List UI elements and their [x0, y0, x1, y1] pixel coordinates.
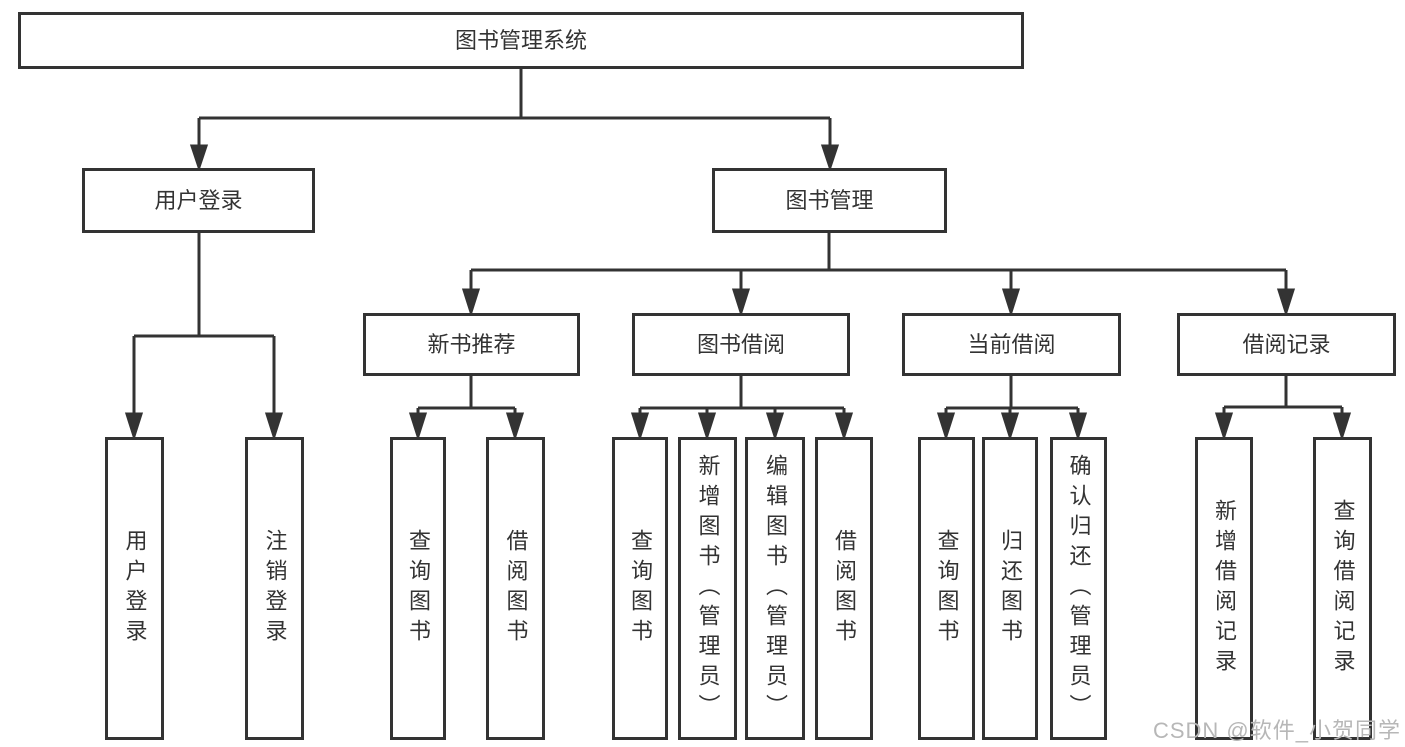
node-borrowing-records: 借阅记录: [1177, 313, 1396, 376]
node-book-management: 图书管理: [712, 168, 947, 233]
node-library-management-system: 图书管理系统: [18, 12, 1024, 69]
node-query-books-current: 查询图书: [918, 437, 975, 740]
branch-current-borrowing-children: [936, 376, 1088, 441]
branch-book-borrowing-children: [630, 376, 854, 441]
node-borrow-books: 借阅图书: [815, 437, 873, 740]
node-confirm-return-admin: 确认归还︵管理员︶: [1050, 437, 1107, 740]
branch-root-to-level2: [189, 69, 840, 172]
node-edit-book-admin: 编辑图书︵管理员︶: [745, 437, 805, 740]
node-logout: 注销登录: [245, 437, 304, 740]
branch-user-login-children: [124, 233, 284, 441]
node-book-borrowing: 图书借阅: [632, 313, 850, 376]
branch-borrowing-records-children: [1214, 376, 1352, 441]
branch-new-book-recommendation-children: [408, 376, 525, 441]
branch-book-management-children: [461, 233, 1296, 317]
node-query-books-borrowing: 查询图书: [612, 437, 668, 740]
node-user-login-group: 用户登录: [82, 168, 315, 233]
node-query-books-recommendation: 查询图书: [390, 437, 446, 740]
node-add-borrow-record: 新增借阅记录: [1195, 437, 1253, 740]
node-query-borrow-record: 查询借阅记录: [1313, 437, 1372, 740]
node-user-login: 用户登录: [105, 437, 164, 740]
node-new-book-recommendation: 新书推荐: [363, 313, 580, 376]
node-add-book-admin: 新增图书︵管理员︶: [678, 437, 737, 740]
node-borrow-books-recommendation: 借阅图书: [486, 437, 545, 740]
watermark-text: CSDN @软件_小贺同学: [1152, 718, 1401, 743]
node-current-borrowing: 当前借阅: [902, 313, 1121, 376]
node-return-books: 归还图书: [982, 437, 1038, 740]
